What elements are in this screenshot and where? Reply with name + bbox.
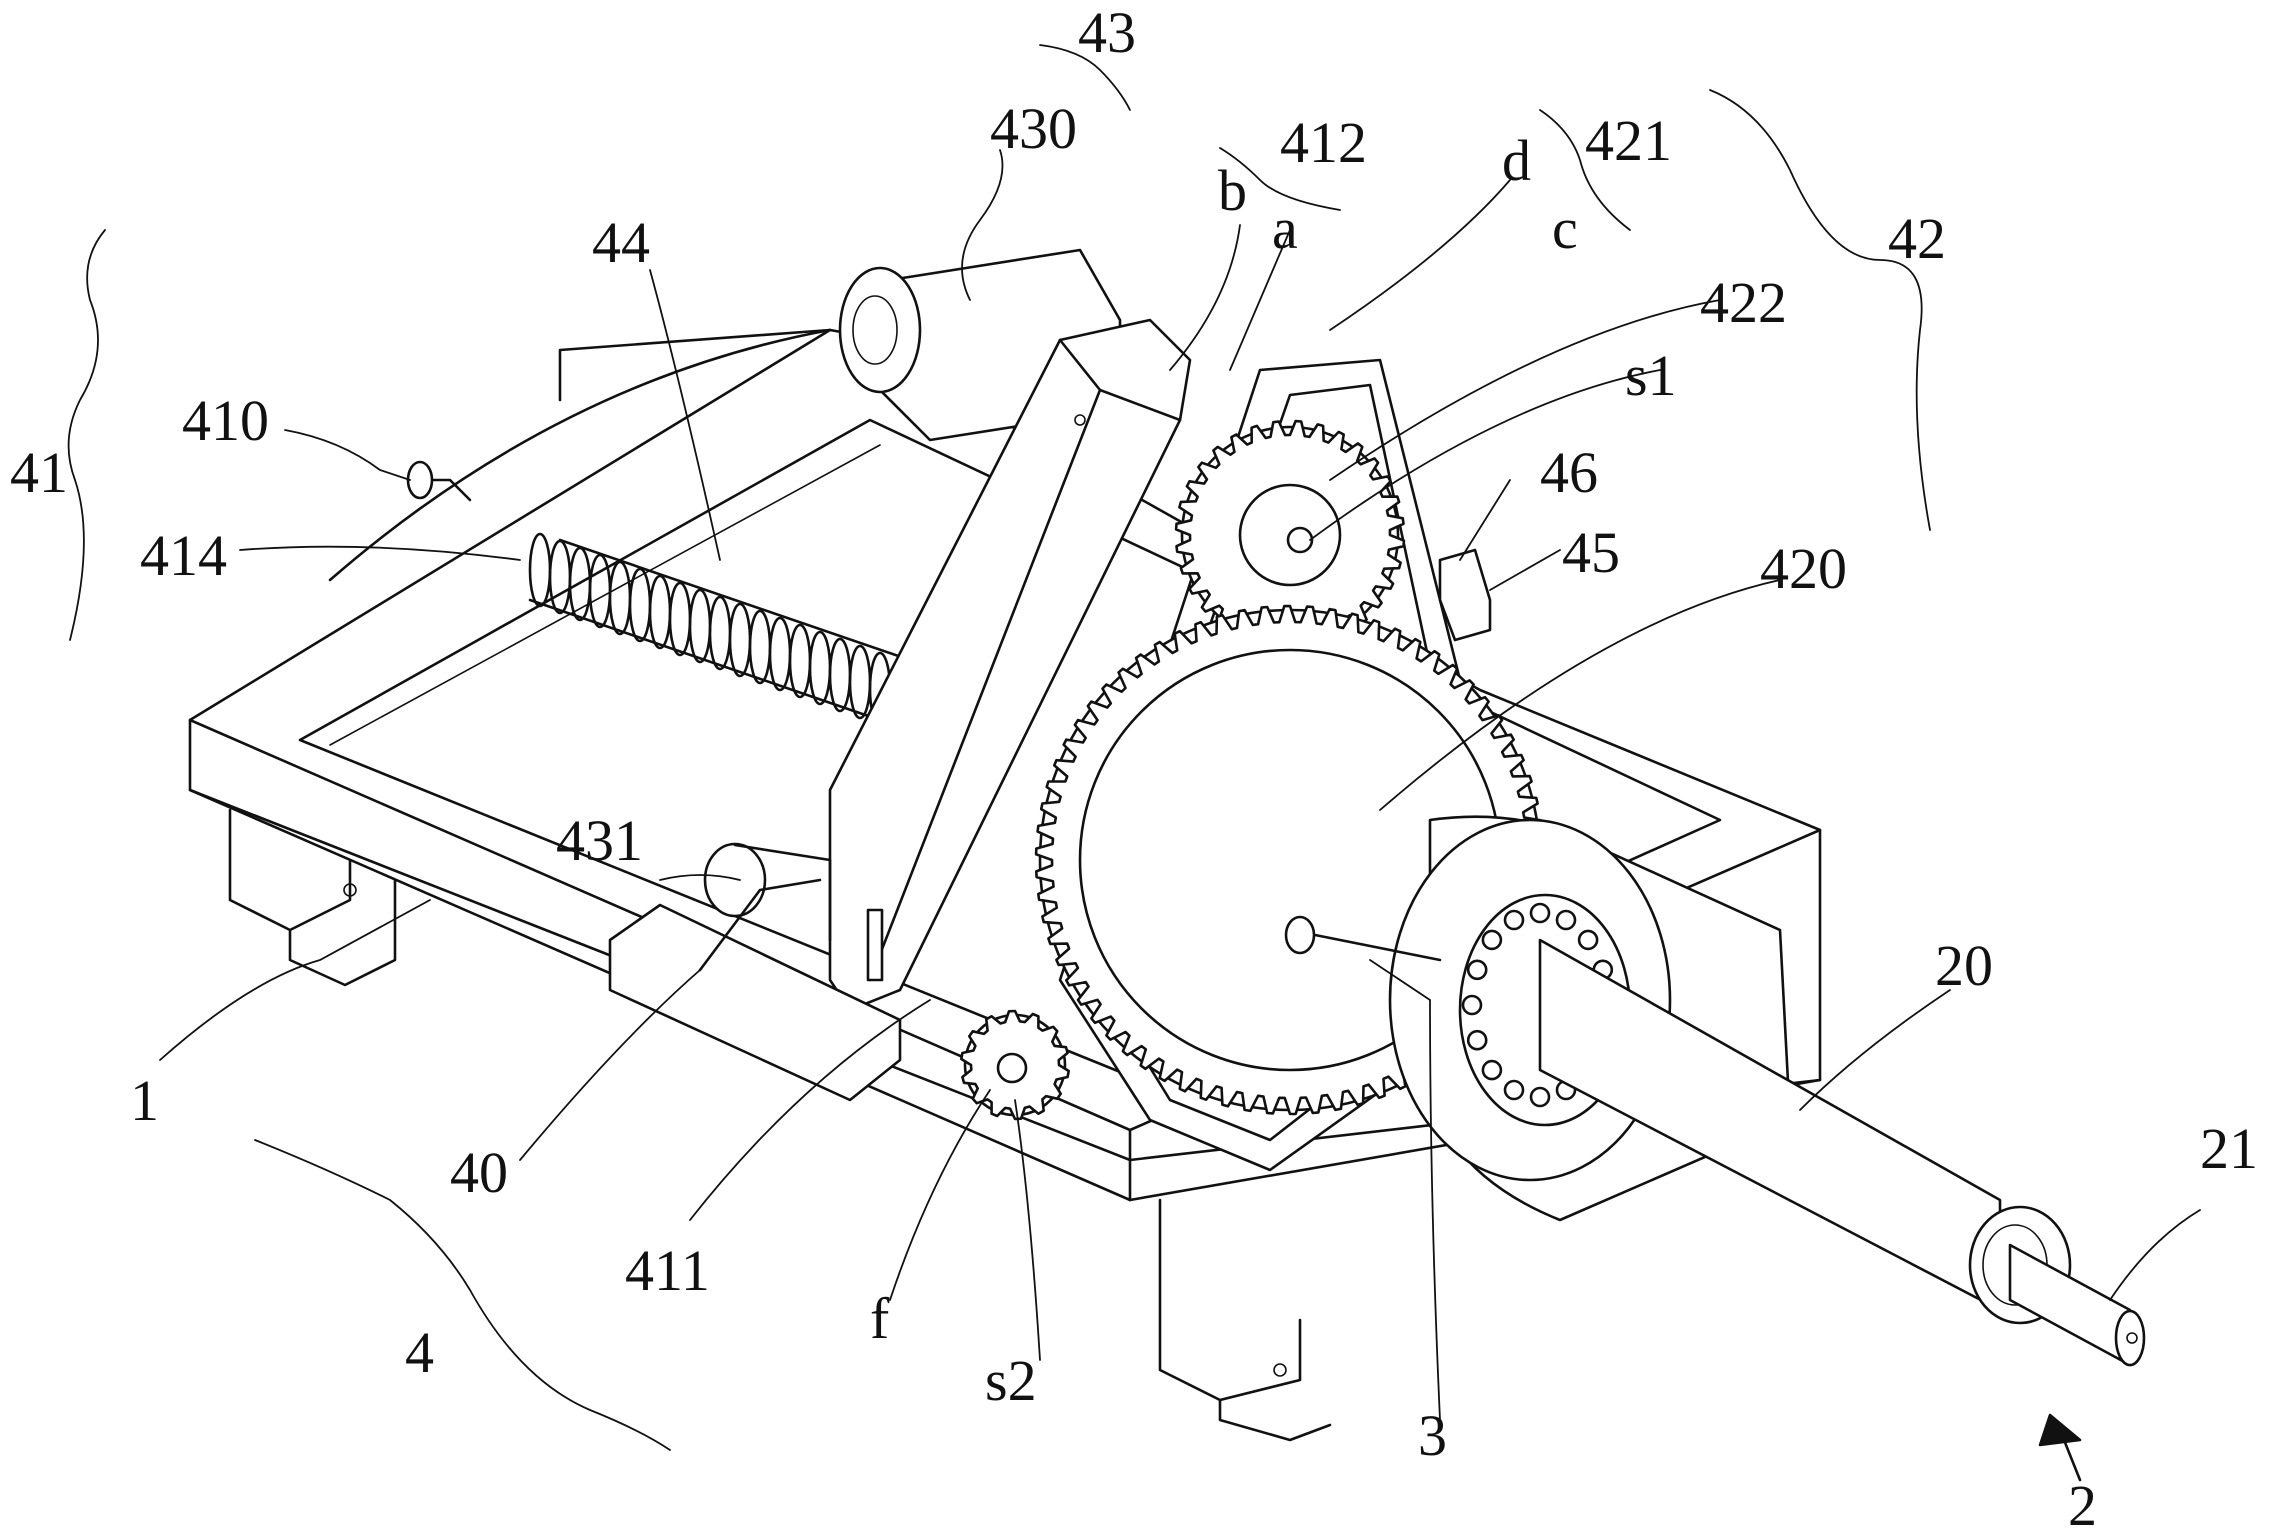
label-430: 430: [990, 96, 1077, 161]
label-421: 421: [1585, 108, 1672, 173]
label-3: 3: [1418, 1403, 1447, 1468]
label-45: 45: [1562, 520, 1620, 585]
bearing-ball: [1505, 911, 1523, 929]
bearing-ball: [1468, 961, 1486, 979]
label-s1: s1: [1625, 343, 1677, 408]
bearing-ball: [1531, 904, 1549, 922]
bearing-ball: [1505, 1081, 1523, 1099]
bearing-ball: [1463, 996, 1481, 1014]
label-44: 44: [592, 210, 650, 275]
label-f: f: [870, 1286, 890, 1351]
label-46: 46: [1540, 440, 1598, 505]
label-410: 410: [182, 388, 269, 453]
label-a: a: [1272, 196, 1298, 261]
label-411: 411: [625, 1238, 710, 1303]
label-43: 43: [1078, 0, 1136, 65]
label-431: 431: [556, 808, 643, 873]
label-420: 420: [1760, 536, 1847, 601]
bearing-ball: [1579, 931, 1597, 949]
bearing-ball: [1483, 931, 1501, 949]
label-414: 414: [140, 523, 227, 588]
label-1: 1: [130, 1068, 159, 1133]
label-412: 412: [1280, 110, 1367, 175]
label-41: 41: [10, 440, 68, 505]
bearing-ball: [1557, 911, 1575, 929]
label-42: 42: [1888, 206, 1946, 271]
label-c: c: [1552, 196, 1578, 261]
label-422: 422: [1700, 270, 1787, 335]
label-20: 20: [1935, 933, 1993, 998]
label-b: b: [1218, 158, 1247, 223]
label-s2: s2: [985, 1348, 1037, 1413]
label-40: 40: [450, 1140, 508, 1205]
bearing-ball: [1468, 1031, 1486, 1049]
label-d: d: [1502, 128, 1531, 193]
bearing-ball: [1483, 1061, 1501, 1079]
label-2: 2: [2068, 1473, 2097, 1532]
label-21: 21: [2200, 1116, 2258, 1181]
label-4: 4: [405, 1320, 434, 1385]
bearing-ball: [1531, 1088, 1549, 1106]
